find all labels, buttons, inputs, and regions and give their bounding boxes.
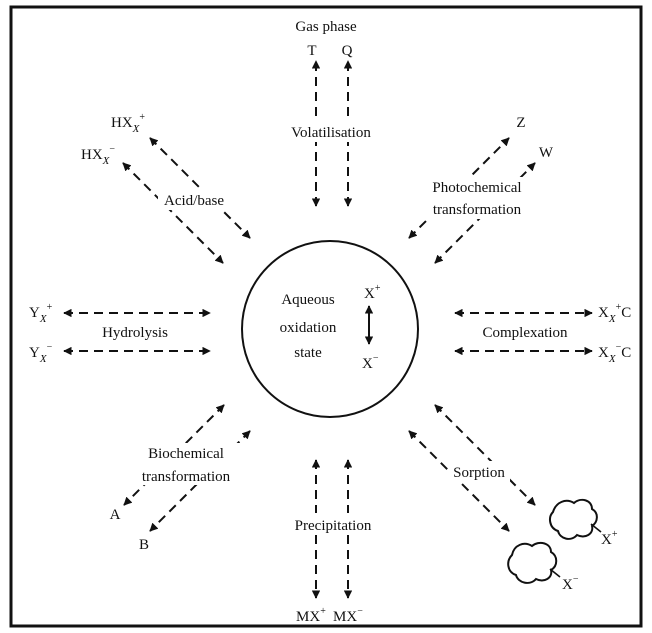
species-mx-minus: MX− (333, 606, 363, 625)
photochemical-label-bg (425, 177, 529, 219)
biochemical-label-line-1: Biochemical (148, 446, 224, 462)
sorbent-particle-lower (507, 541, 561, 584)
hydrolysis-label: Hydrolysis (102, 325, 168, 341)
species-mx-plus: MX+ (296, 606, 326, 625)
biochemical-label-line-2: transformation (142, 469, 231, 485)
sorption-label-bg (448, 461, 510, 482)
photochemical-arrow-w (434, 162, 536, 264)
complexation-label: Complexation (483, 325, 568, 341)
species-z: Z (516, 115, 525, 131)
species-t: T (307, 43, 316, 59)
species-y-minus: YX− (29, 342, 53, 365)
center-x-minus: X− (362, 353, 379, 372)
center-label-line-1: Aqueous (281, 292, 334, 308)
species-hx-plus: HXX+ (111, 112, 145, 135)
center-label-line-2: oxidation (280, 320, 337, 336)
species-q: Q (342, 43, 353, 59)
acid-base-arrow-hx-minus (122, 162, 224, 264)
precipitation-label: Precipitation (295, 518, 372, 534)
diagram-border (9, 5, 643, 628)
biochemical-arrow-a (123, 404, 225, 506)
sorbed-x-minus: X− (562, 574, 579, 593)
volatilisation-label-bg (284, 120, 380, 142)
species-y-plus: YX+ (29, 302, 53, 325)
aqueous-state-circle (241, 240, 419, 418)
biochemical-label-bg (133, 443, 241, 485)
complexation-label-bg (476, 321, 572, 342)
center-x-plus: X+ (364, 283, 381, 302)
acid-base-label-bg (158, 190, 230, 210)
species-a: A (110, 507, 121, 523)
sorbent-particle-upper (549, 498, 602, 540)
acid-base-label: Acid/base (164, 193, 224, 209)
species-w: W (539, 145, 554, 161)
sorbed-x-plus: X+ (601, 529, 618, 548)
species-xc-plus: XX+C (598, 302, 631, 325)
gas-phase-label: Gas phase (295, 19, 357, 35)
center-label-line-3: state (294, 345, 322, 361)
photochemical-arrow-z (408, 137, 510, 239)
volatilisation-label: Volatilisation (291, 125, 371, 141)
acid-base-arrow-hx-plus (149, 137, 251, 239)
sorption-arrow-lower (408, 430, 510, 532)
hydrolysis-label-bg (95, 322, 175, 342)
sorption-arrow-upper (434, 404, 536, 506)
species-b: B (139, 537, 149, 553)
photochemical-label-line-2: transformation (433, 202, 522, 218)
species-xc-minus: XX−C (598, 342, 631, 365)
photochemical-label-line-1: Photochemical (432, 180, 521, 196)
species-hx-minus: HXX− (81, 144, 115, 167)
precipitation-label-bg (286, 513, 380, 535)
sorption-label: Sorption (453, 465, 505, 481)
